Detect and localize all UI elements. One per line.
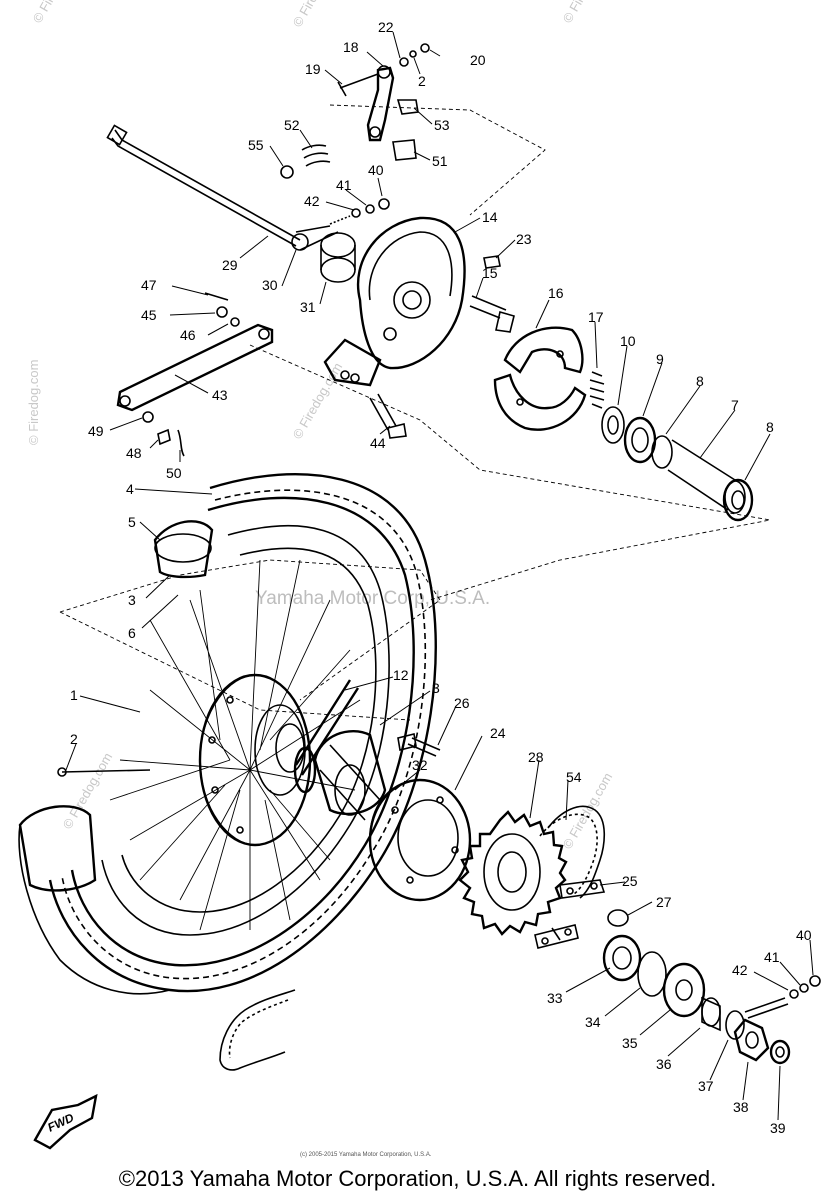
callout-27: 27 <box>656 894 672 910</box>
callout-40-top: 40 <box>368 162 384 178</box>
callout-23: 23 <box>516 231 532 247</box>
right-axle-stack <box>602 909 821 1065</box>
watermark-group: Yamaha Motor Corp, U.S.A. © Firedog.com … <box>26 0 615 852</box>
chain-loose <box>219 989 296 1071</box>
bearing-stack <box>601 406 754 522</box>
callout-1: 1 <box>70 687 78 703</box>
callout-24: 24 <box>490 725 506 741</box>
callout-36: 36 <box>656 1056 672 1072</box>
fwd-arrow: FWD <box>33 1093 98 1150</box>
callout-33: 33 <box>547 990 563 1006</box>
callout-29: 29 <box>222 257 238 273</box>
axle-bolt-left <box>61 769 151 773</box>
copyright-notice: ©2013 Yamaha Motor Corporation, U.S.A. A… <box>118 1166 717 1191</box>
callout-38: 38 <box>733 1099 749 1115</box>
callout-3-mid: 3 <box>432 680 440 696</box>
wheel-hub <box>198 673 360 847</box>
callout-43: 43 <box>212 387 228 403</box>
callout-55: 55 <box>248 137 264 153</box>
callout-22: 22 <box>378 19 394 35</box>
rear-sprocket <box>458 810 568 936</box>
callout-50: 50 <box>166 465 182 481</box>
callout-39: 39 <box>770 1120 786 1136</box>
callout-5: 5 <box>128 514 136 530</box>
callout-17: 17 <box>588 309 604 325</box>
callout-46: 46 <box>180 327 196 343</box>
brake-rod <box>106 124 351 251</box>
callout-41-top: 41 <box>336 177 352 193</box>
callout-8-a: 8 <box>696 373 704 389</box>
callout-12: 12 <box>393 667 409 683</box>
brake-lever-assembly <box>280 43 430 218</box>
callout-37: 37 <box>698 1078 714 1094</box>
spring-17 <box>589 371 605 409</box>
callout-31: 31 <box>300 299 316 315</box>
callout-20: 20 <box>470 52 486 68</box>
sprocket-hub <box>368 733 472 902</box>
callout-10: 10 <box>620 333 636 349</box>
damper-hub <box>313 730 387 821</box>
callout-53: 53 <box>434 117 450 133</box>
callout-47: 47 <box>141 277 157 293</box>
callout-51: 51 <box>432 153 448 169</box>
callout-6: 6 <box>128 625 136 641</box>
callout-49: 49 <box>88 423 104 439</box>
brake-cam <box>469 255 515 333</box>
callout-25: 25 <box>622 873 638 889</box>
wheel-tire <box>18 473 437 995</box>
watermark-side-4: © Firedog.com <box>30 0 86 26</box>
callout-15: 15 <box>482 265 498 281</box>
callout-40-right: 40 <box>796 927 812 943</box>
watermark-side-6: © Firedog.com <box>560 0 616 26</box>
callout-8-b: 8 <box>766 419 774 435</box>
callout-7: 7 <box>731 397 739 413</box>
tiny-copyright: (c) 2005-2015 Yamaha Motor Corporation, … <box>300 1152 432 1158</box>
watermark-side-2: © Firedog.com <box>290 360 346 442</box>
brake-shoes <box>493 326 587 431</box>
callout-54: 54 <box>566 769 582 785</box>
callout-labels: 22 20 18 19 2 52 53 55 51 40 41 42 14 23… <box>70 19 812 1136</box>
callout-42-right: 42 <box>732 962 748 978</box>
callout-28: 28 <box>528 749 544 765</box>
callout-35: 35 <box>622 1035 638 1051</box>
callout-44: 44 <box>370 435 386 451</box>
axle-bolt-head <box>57 767 67 777</box>
watermark-side-5: © Firedog.com <box>290 0 346 30</box>
callout-45: 45 <box>141 307 157 323</box>
callout-34: 34 <box>585 1014 601 1030</box>
callout-16: 16 <box>548 285 564 301</box>
callout-3-left: 3 <box>128 592 136 608</box>
callout-19: 19 <box>305 61 321 77</box>
callout-4: 4 <box>126 481 134 497</box>
callout-41-right: 41 <box>764 949 780 965</box>
callout-2-top: 2 <box>418 73 426 89</box>
alignment-planes <box>59 104 771 721</box>
leader-lines <box>65 31 814 1121</box>
watermark-side-7: © Firedog.com <box>60 750 116 832</box>
callout-18: 18 <box>343 39 359 55</box>
callout-52: 52 <box>284 117 300 133</box>
callout-2-left: 2 <box>70 731 78 747</box>
torque-arm <box>116 292 407 457</box>
wheel-spokes <box>109 559 361 931</box>
brake-shoe-plate <box>323 216 466 387</box>
callout-14: 14 <box>482 209 498 225</box>
callout-32: 32 <box>412 757 428 773</box>
callout-9: 9 <box>656 351 664 367</box>
callout-26: 26 <box>454 695 470 711</box>
callout-42-top: 42 <box>304 193 320 209</box>
watermark-side-1: © Firedog.com <box>26 360 41 445</box>
collar-31 <box>320 232 356 283</box>
callout-30: 30 <box>262 277 278 293</box>
chain-joint <box>534 879 606 949</box>
callout-48: 48 <box>126 445 142 461</box>
